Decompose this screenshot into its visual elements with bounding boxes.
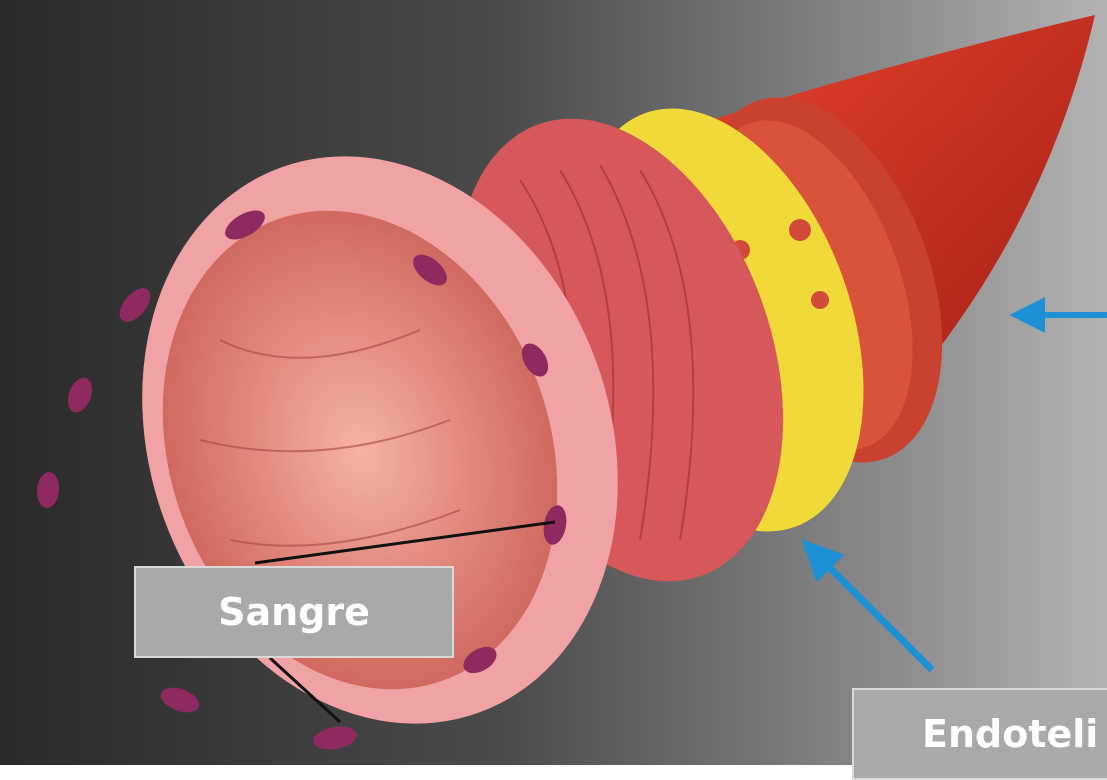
label-endotelio: Endoteli (852, 688, 1107, 780)
label-sangre: Sangre (134, 566, 454, 658)
label-endotelio-text: Endoteli (922, 712, 1098, 756)
arrow-endothelium (807, 545, 932, 670)
arrow-outer-layer (1016, 302, 1107, 328)
label-sangre-text: Sangre (218, 590, 370, 634)
